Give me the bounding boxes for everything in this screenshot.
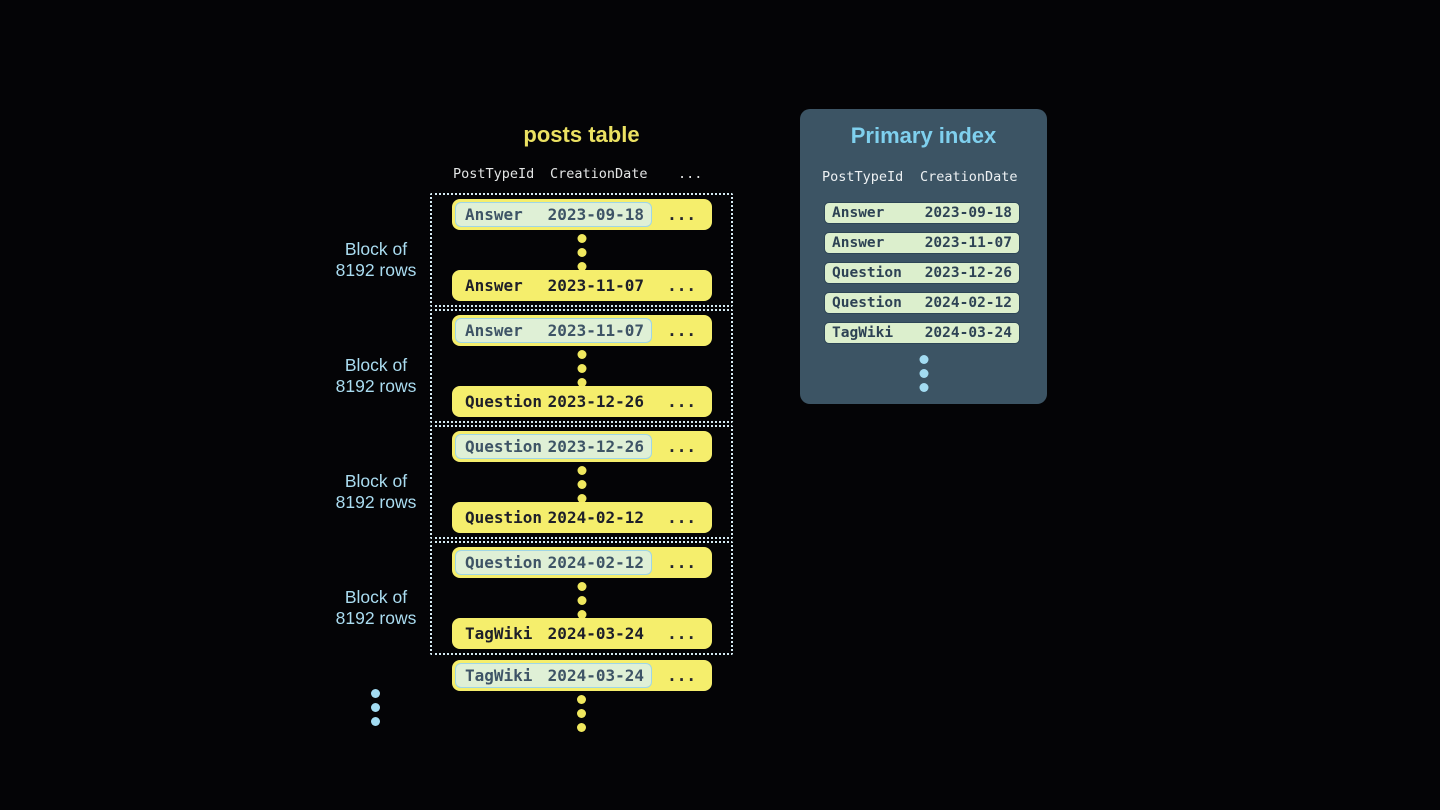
primary-index-column-headers: PostTypeId CreationDate [800, 169, 1047, 187]
column-header-creationdate: CreationDate [550, 166, 648, 182]
post-type-cell: Question [465, 437, 543, 456]
indexed-key-highlight: Answer 2023-09-18 [455, 202, 652, 227]
vertical-dots-yellow [577, 466, 586, 503]
column-header-posttypeid: PostTypeId [453, 166, 535, 182]
block-label-line2: 8192 rows [335, 260, 417, 280]
row-ellipsis: ... [667, 553, 696, 572]
post-type-cell: Answer [832, 235, 885, 251]
post-type-cell: TagWiki [465, 666, 533, 685]
index-entry: Question 2023-12-26 [824, 262, 1020, 284]
posts-table-column-headers: PostTypeId CreationDate ... [430, 166, 733, 184]
vertical-dots-yellow [577, 695, 586, 732]
block-label-line1: Block of [344, 471, 408, 491]
creation-date-cell: 2024-02-12 [547, 508, 644, 527]
block-label-line2: 8192 rows [335, 376, 417, 396]
row-ellipsis: ... [667, 321, 696, 340]
row-ellipsis: ... [667, 205, 696, 224]
index-entry: Answer 2023-11-07 [824, 232, 1020, 254]
creation-date-cell: 2023-11-07 [547, 321, 644, 340]
vertical-dots-blue [371, 689, 380, 726]
index-entry: TagWiki 2024-03-24 [824, 322, 1020, 344]
creation-date-cell: 2024-03-24 [924, 325, 1012, 341]
indexed-key-highlight: Answer 2023-11-07 [455, 318, 652, 343]
vertical-dots-yellow [577, 582, 586, 619]
column-header-ellipsis: ... [678, 166, 703, 182]
post-type-cell: Answer [465, 276, 523, 295]
row-ellipsis: ... [667, 624, 696, 643]
block-label-line1: Block of [344, 239, 408, 259]
block-size-label: Block of 8192 rows [291, 355, 461, 397]
primary-index-title: Primary index [850, 123, 997, 148]
posts-table-title: posts table [523, 122, 640, 147]
primary-index-panel: Primary index PostTypeId CreationDate An… [800, 109, 1047, 404]
vertical-dots-yellow [577, 234, 586, 271]
creation-date-cell: 2023-09-18 [924, 205, 1012, 221]
indexed-key-highlight: Question 2023-12-26 [455, 434, 652, 459]
indexed-key-highlight: TagWiki 2024-03-24 [455, 663, 652, 688]
row-cells: TagWiki 2024-03-24 [455, 621, 652, 646]
post-type-cell: Question [465, 392, 543, 411]
row-block-1: Answer 2023-09-18 ... Answer 2023-11-07 … [430, 193, 733, 307]
table-row: Answer 2023-09-18 ... [452, 199, 712, 230]
table-row: Question 2023-12-26 ... [452, 386, 712, 417]
index-entry: Question 2024-02-12 [824, 292, 1020, 314]
row-cells: Answer 2023-11-07 [455, 273, 652, 298]
post-type-cell: TagWiki [465, 624, 533, 643]
table-row: Question 2023-12-26 ... [452, 431, 712, 462]
table-row: TagWiki 2024-03-24 ... [452, 660, 712, 691]
column-header-posttypeid: PostTypeId [822, 169, 904, 185]
post-type-cell: Answer [465, 321, 523, 340]
creation-date-cell: 2024-02-12 [547, 553, 644, 572]
row-ellipsis: ... [667, 276, 696, 295]
row-cells: Question 2023-12-26 [455, 389, 652, 414]
creation-date-cell: 2024-03-24 [547, 624, 644, 643]
block-size-label: Block of 8192 rows [291, 471, 461, 513]
creation-date-cell: 2023-11-07 [547, 276, 644, 295]
row-block-4: Question 2024-02-12 ... TagWiki 2024-03-… [430, 541, 733, 655]
table-row: Question 2024-02-12 ... [452, 547, 712, 578]
creation-date-cell: 2023-12-26 [924, 265, 1012, 281]
block-size-label: Block of 8192 rows [291, 587, 461, 629]
creation-date-cell: 2023-11-07 [924, 235, 1012, 251]
table-row: Question 2024-02-12 ... [452, 502, 712, 533]
vertical-dots-blue [919, 355, 928, 392]
block-label-line1: Block of [344, 355, 408, 375]
row-block-2: Answer 2023-11-07 ... Question 2023-12-2… [430, 309, 733, 423]
creation-date-cell: 2023-09-18 [547, 205, 644, 224]
post-type-cell: Answer [832, 205, 885, 221]
row-cells: Question 2024-02-12 [455, 505, 652, 530]
block-size-label: Block of 8192 rows [291, 239, 461, 281]
block-label-line2: 8192 rows [335, 492, 417, 512]
table-row: TagWiki 2024-03-24 ... [452, 618, 712, 649]
block-label-line2: 8192 rows [335, 608, 417, 628]
creation-date-cell: 2024-03-24 [547, 666, 644, 685]
creation-date-cell: 2023-12-26 [547, 437, 644, 456]
post-type-cell: Answer [465, 205, 523, 224]
column-header-creationdate: CreationDate [920, 169, 1018, 185]
post-type-cell: Question [465, 508, 543, 527]
table-row: Answer 2023-11-07 ... [452, 315, 712, 346]
vertical-dots-yellow [577, 350, 586, 387]
row-ellipsis: ... [667, 508, 696, 527]
indexed-key-highlight: Question 2024-02-12 [455, 550, 652, 575]
table-row: Answer 2023-11-07 ... [452, 270, 712, 301]
creation-date-cell: 2023-12-26 [547, 392, 644, 411]
post-type-cell: Question [832, 295, 902, 311]
post-type-cell: Question [832, 265, 902, 281]
creation-date-cell: 2024-02-12 [924, 295, 1012, 311]
post-type-cell: Question [465, 553, 543, 572]
post-type-cell: TagWiki [832, 325, 894, 341]
index-entry: Answer 2023-09-18 [824, 202, 1020, 224]
row-ellipsis: ... [667, 437, 696, 456]
row-ellipsis: ... [667, 392, 696, 411]
row-block-3: Question 2023-12-26 ... Question 2024-02… [430, 425, 733, 539]
block-label-line1: Block of [344, 587, 408, 607]
row-ellipsis: ... [667, 666, 696, 685]
